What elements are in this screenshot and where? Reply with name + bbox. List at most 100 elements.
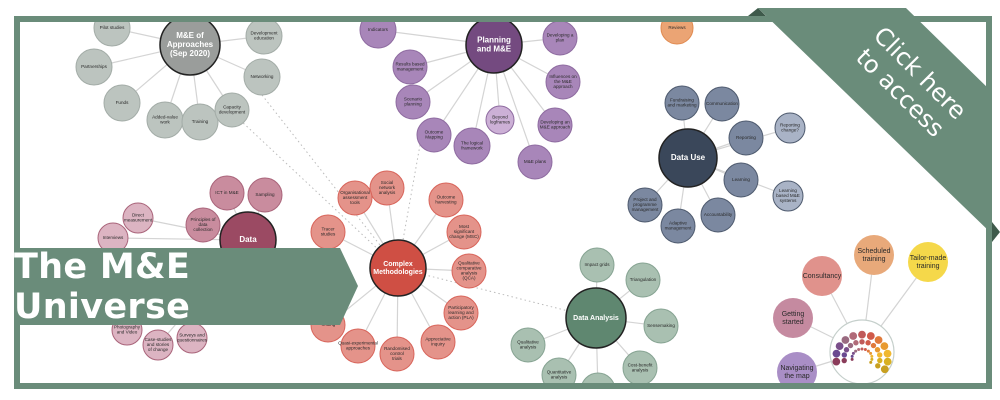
topic-node[interactable] [453, 127, 491, 165]
topic-node-circle[interactable] [777, 352, 817, 392]
topic-node-circle[interactable] [247, 177, 283, 213]
topic-node-circle[interactable] [580, 372, 616, 400]
topic-node[interactable] [395, 84, 431, 120]
topic-node-circle[interactable] [772, 180, 804, 212]
topic-node-circle[interactable] [395, 84, 431, 120]
topic-node[interactable] [420, 324, 456, 360]
topic-node[interactable] [517, 144, 553, 180]
topic-node-circle[interactable] [209, 175, 245, 211]
topic-node[interactable] [122, 202, 154, 234]
topic-node-circle[interactable] [545, 64, 581, 100]
topic-node-circle[interactable] [416, 117, 452, 153]
topic-node[interactable] [660, 208, 696, 244]
topic-node[interactable] [247, 177, 283, 213]
topic-node-circle[interactable] [485, 105, 515, 135]
topic-node[interactable] [660, 12, 694, 45]
topic-node[interactable] [209, 175, 245, 211]
topic-node-circle[interactable] [517, 144, 553, 180]
topic-node[interactable] [700, 197, 736, 233]
topic-node[interactable] [664, 85, 700, 121]
topic-node-circle[interactable] [243, 58, 281, 96]
topic-node[interactable] [772, 180, 804, 212]
topic-node[interactable] [416, 117, 452, 153]
topic-node[interactable] [854, 235, 894, 275]
topic-node-circle[interactable] [185, 207, 221, 243]
topic-node[interactable] [142, 329, 174, 361]
banner-title[interactable]: The M&E Universe [14, 246, 191, 327]
topic-node-circle[interactable] [245, 18, 283, 55]
topic-node-circle[interactable] [181, 103, 219, 141]
topic-node-circle[interactable] [142, 329, 174, 361]
topic-node[interactable] [773, 298, 813, 338]
topic-node[interactable] [103, 84, 141, 122]
topic-node-circle[interactable] [369, 170, 405, 206]
topic-node[interactable] [579, 247, 615, 283]
topic-node-circle[interactable] [75, 48, 113, 86]
topic-node[interactable] [777, 352, 817, 392]
topic-node-circle[interactable] [643, 308, 679, 344]
topic-node[interactable] [625, 262, 661, 298]
topic-node-circle[interactable] [420, 324, 456, 360]
topic-node[interactable] [185, 207, 221, 243]
topic-node-circle[interactable] [337, 180, 373, 216]
topic-node-circle[interactable] [854, 235, 894, 275]
topic-node[interactable] [537, 107, 573, 143]
topic-node[interactable] [443, 295, 479, 331]
topic-node[interactable] [541, 357, 577, 392]
topic-node[interactable] [774, 112, 806, 144]
topic-node[interactable] [802, 256, 842, 296]
topic-node-circle[interactable] [579, 247, 615, 283]
topic-node[interactable] [379, 336, 415, 372]
topic-node-circle[interactable] [774, 112, 806, 144]
title-banner-shape[interactable] [14, 248, 358, 325]
topic-node-circle[interactable] [773, 298, 813, 338]
topic-node-circle[interactable] [802, 256, 842, 296]
topic-node[interactable] [627, 187, 663, 223]
topic-node-circle[interactable] [122, 202, 154, 234]
topic-node-circle[interactable] [627, 187, 663, 223]
topic-node[interactable] [337, 180, 373, 216]
topic-node[interactable] [723, 162, 759, 198]
topic-node-circle[interactable] [723, 162, 759, 198]
topic-node[interactable] [369, 170, 405, 206]
topic-node-circle[interactable] [510, 327, 546, 363]
topic-node[interactable] [510, 327, 546, 363]
topic-node[interactable] [451, 253, 487, 289]
topic-node-circle[interactable] [340, 328, 376, 364]
topic-node-circle[interactable] [214, 92, 250, 128]
topic-node-circle[interactable] [379, 336, 415, 372]
cluster-center-analysis[interactable] [565, 287, 627, 349]
topic-node-circle[interactable] [453, 127, 491, 165]
topic-node-circle[interactable] [443, 295, 479, 331]
cluster-center-datause[interactable] [658, 128, 718, 188]
cluster-center-planning[interactable] [465, 17, 523, 74]
topic-node[interactable] [214, 92, 250, 128]
topic-node-circle[interactable] [625, 262, 661, 298]
topic-node-circle[interactable] [537, 107, 573, 143]
topic-node-circle[interactable] [428, 182, 464, 218]
cluster-center-complex[interactable] [369, 239, 427, 297]
topic-node[interactable] [181, 103, 219, 141]
access-ribbon-shape[interactable] [758, 8, 992, 234]
topic-node[interactable] [704, 86, 740, 122]
topic-node[interactable] [245, 18, 283, 55]
topic-node[interactable] [428, 182, 464, 218]
topic-node-circle[interactable] [908, 242, 948, 282]
topic-node[interactable] [340, 328, 376, 364]
topic-node[interactable] [728, 120, 764, 156]
topic-node[interactable] [93, 10, 131, 47]
topic-node-circle[interactable] [93, 10, 131, 47]
topic-node-circle[interactable] [700, 197, 736, 233]
topic-node-circle[interactable] [359, 12, 397, 49]
topic-node-circle[interactable] [103, 84, 141, 122]
topic-node-circle[interactable] [451, 253, 487, 289]
topic-node[interactable] [580, 372, 616, 400]
topic-node-circle[interactable] [660, 208, 696, 244]
topic-node[interactable] [908, 242, 948, 282]
topic-node[interactable] [545, 64, 581, 100]
topic-node[interactable] [485, 105, 515, 135]
topic-node-circle[interactable] [704, 86, 740, 122]
topic-node[interactable] [643, 308, 679, 344]
topic-node-circle[interactable] [660, 12, 694, 45]
